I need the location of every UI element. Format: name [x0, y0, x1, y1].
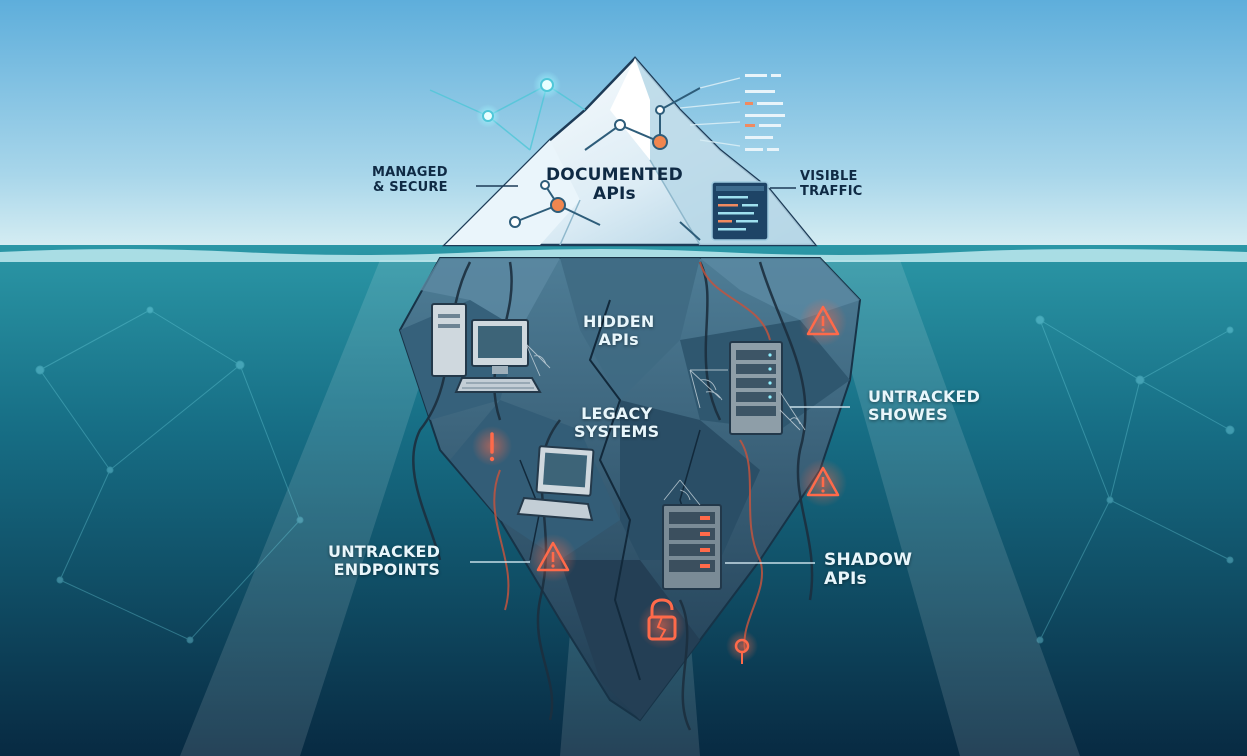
server-rack-icon — [729, 341, 783, 435]
untracked-showes-label-line1: UNTRACKED — [868, 387, 981, 406]
warning-icon — [529, 534, 577, 582]
computer-icon — [516, 445, 595, 522]
warning-icon — [799, 298, 847, 346]
water-surface-line — [0, 249, 1247, 262]
legacy-systems-label-line1: LEGACY — [581, 404, 653, 423]
untracked-endpoints-label-line1: UNTRACKED — [328, 542, 441, 561]
shadow-apis-label-line2: APIs — [824, 569, 867, 590]
legacy-systems-label-line2: SYSTEMS — [574, 421, 660, 441]
documented-apis-label-line2: APIs — [593, 184, 636, 205]
hidden-apis-label: HIDDEN APIs — [583, 313, 654, 349]
spider-web-icon — [525, 343, 806, 506]
visible-traffic-label: VISIBLE TRAFFIC — [800, 169, 863, 199]
documented-apis-label: DOCUMENTED APIs — [546, 165, 683, 205]
label-leaders-bottom — [470, 406, 850, 564]
server-rack-icon — [662, 504, 722, 590]
hidden-apis-label-line1: HIDDEN — [583, 312, 655, 331]
network-node-icon — [429, 71, 701, 241]
untracked-endpoints-label: UNTRACKED ENDPOINTS — [328, 543, 440, 579]
shadow-apis-label-line1: SHADOW — [824, 550, 913, 570]
padlock-broken-icon — [638, 598, 686, 649]
label-leaders-top — [476, 185, 796, 189]
documented-apis-label-line1: DOCUMENTED — [546, 165, 683, 185]
managed-secure-label-line1: MANAGED — [372, 165, 448, 180]
red-cables — [493, 261, 771, 651]
computer-icon — [431, 303, 529, 377]
exclamation-icon — [472, 426, 512, 466]
code-panel-icon — [679, 74, 785, 241]
underwater-network — [35, 306, 1235, 644]
untracked-showes-label-line2: SHOWES — [868, 404, 948, 424]
visible-traffic-label-line1: VISIBLE — [800, 169, 858, 184]
keyboard-icon — [454, 377, 542, 393]
visible-traffic-label-line2: TRAFFIC — [800, 183, 863, 199]
hidden-apis-label-line2: APIs — [598, 329, 639, 349]
managed-secure-label-line2: & SECURE — [372, 179, 448, 195]
untracked-showes-label: UNTRACKED SHOWES — [868, 388, 980, 424]
cable-icon — [726, 630, 758, 664]
untracked-endpoints-label-line2: ENDPOINTS — [333, 559, 441, 579]
managed-secure-label: MANAGED & SECURE — [372, 165, 448, 195]
warning-icon — [799, 459, 847, 507]
legacy-systems-label: LEGACY SYSTEMS — [574, 405, 659, 441]
shadow-apis-label: SHADOW APIs — [824, 550, 913, 590]
